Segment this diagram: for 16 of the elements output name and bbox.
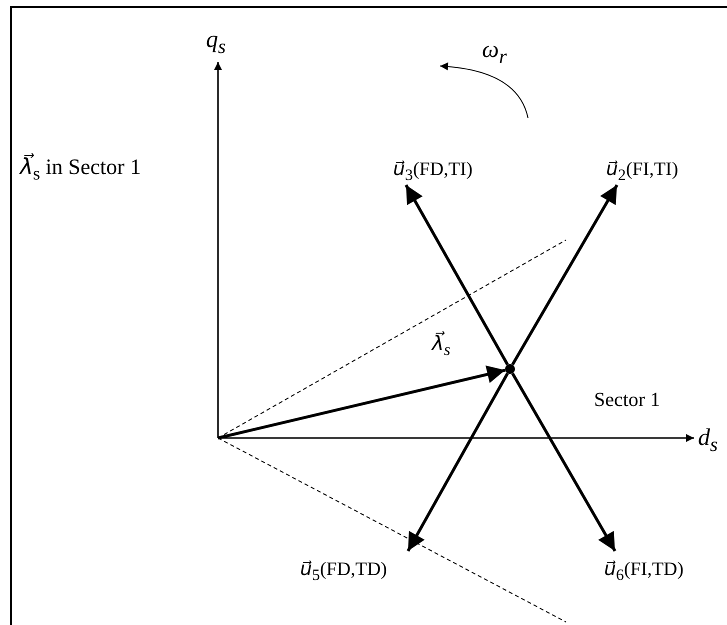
vector-arrow — [511, 372, 616, 552]
vector-arrow — [511, 184, 618, 366]
vector-label: u⃗$_{5}$(FD,TD) — [300, 558, 387, 585]
vector-arrow — [404, 184, 509, 366]
vector-arrow — [406, 372, 509, 552]
vector-label: u⃗$_{3}$(FD,TI) — [393, 158, 473, 185]
axis-label: q$_{s}$ — [206, 28, 226, 59]
edge-label: λ⃗$_{s}$ — [432, 332, 450, 361]
axis-label: ω$_{r}$ — [482, 38, 507, 69]
note-text: λ⃗$_{s}$ in Sector 1 — [20, 155, 141, 186]
axis-label: d$_{s}$ — [698, 426, 718, 457]
sector-label: Sector 1 — [594, 388, 660, 412]
vector-tip-dot — [505, 364, 515, 374]
vector-arrow — [218, 366, 506, 440]
vector-label: u⃗$_{2}$(FI,TI) — [606, 158, 678, 185]
vector-label: u⃗$_{6}$(FI,TD) — [604, 558, 684, 585]
